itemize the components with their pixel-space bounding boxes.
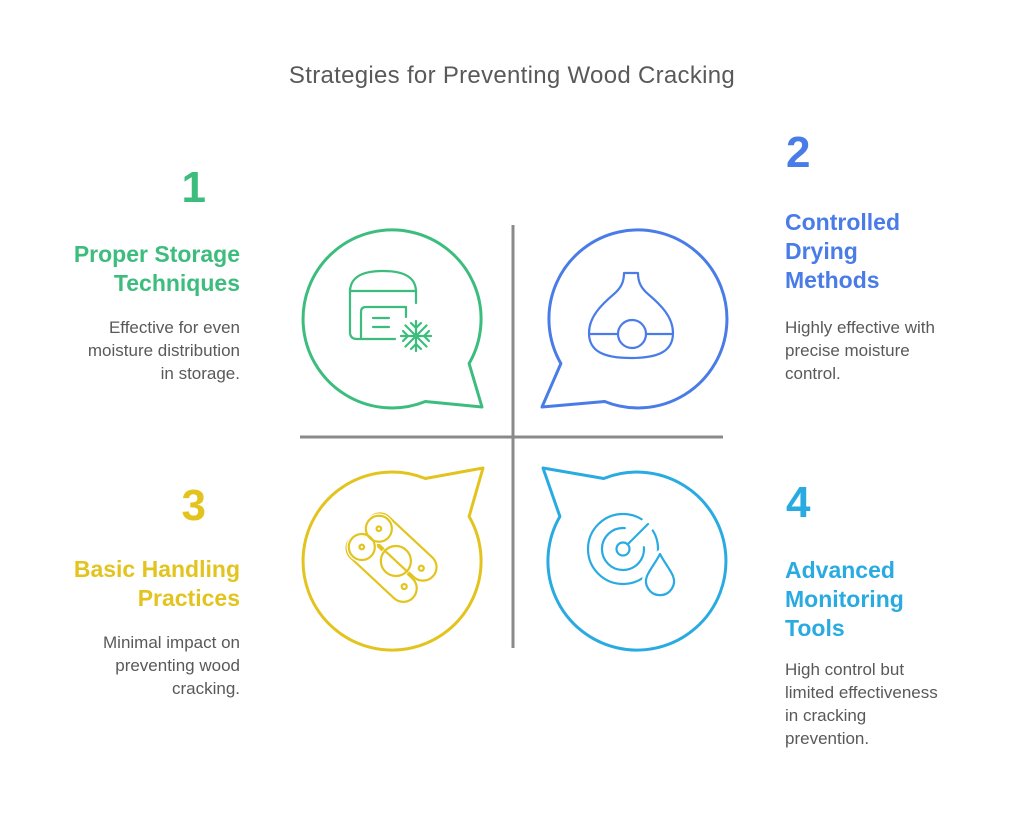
speech-bubble-yellow <box>301 466 485 652</box>
step-3-description: Minimal impact on preventing wood cracki… <box>103 633 240 698</box>
step-2-number: 2 <box>786 128 811 177</box>
handling-rollers-icon <box>301 466 485 652</box>
step-2-title: Controlled Drying Methods <box>785 209 900 293</box>
speech-bubble-blue <box>540 228 729 410</box>
step-3-title: Basic Handling Practices <box>73 556 240 611</box>
step-2-description: Highly effective with precise moisture c… <box>785 318 935 383</box>
cold-storage-snowflake-icon <box>301 228 484 410</box>
speech-bubble-green <box>301 228 484 410</box>
divider-cross <box>300 225 723 648</box>
gauge-droplet-icon <box>541 466 728 652</box>
step-4-description: High control but limited effectiveness i… <box>785 660 938 748</box>
step-1-number: 1 <box>181 163 206 212</box>
speech-bubble-cyan <box>541 466 728 652</box>
step-3-number: 3 <box>181 481 206 530</box>
snowflake-glyph <box>399 319 433 353</box>
humidifier-icon <box>540 228 729 410</box>
water-droplet-glyph <box>644 552 676 597</box>
step-4-number: 4 <box>786 478 811 527</box>
step-1-title: Proper Storage Techniques <box>73 241 240 296</box>
step-4-title: Advanced Monitoring Tools <box>785 557 904 641</box>
page-title: Strategies for Preventing Wood Cracking <box>288 62 736 89</box>
step-1-description: Effective for even moisture distribution… <box>87 318 240 383</box>
